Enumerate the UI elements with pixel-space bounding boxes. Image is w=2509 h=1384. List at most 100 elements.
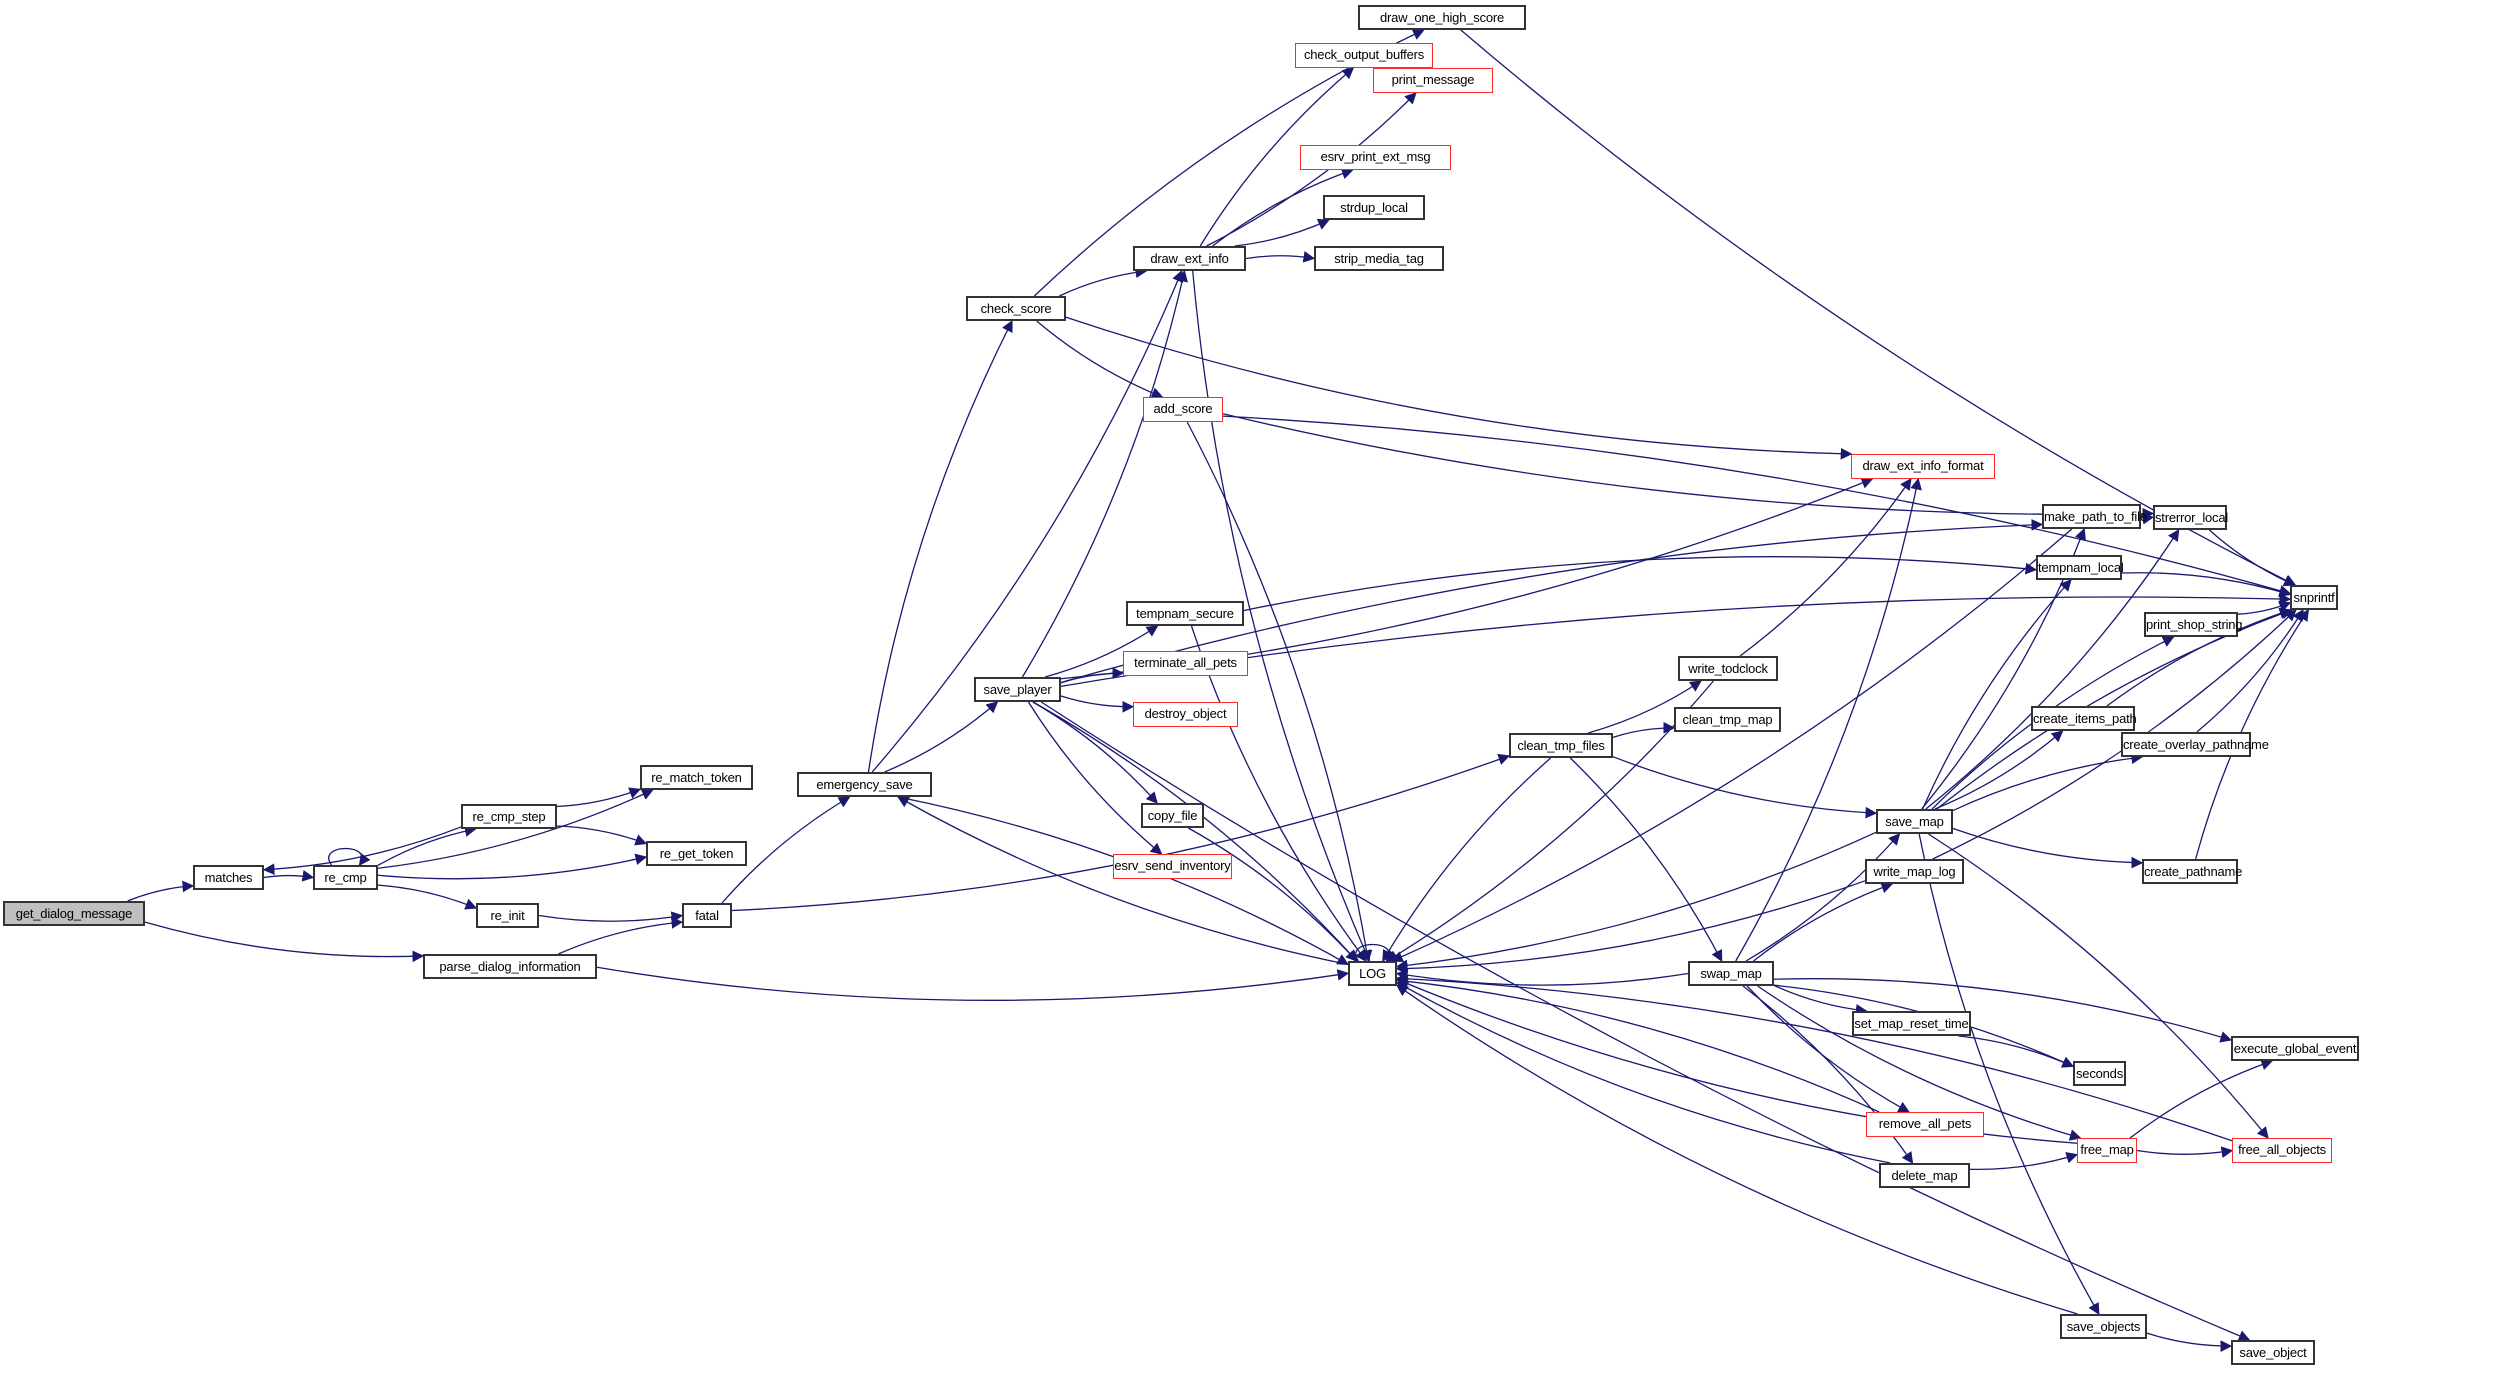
node-print-message[interactable]: print_message [1373,68,1493,93]
node-save-map[interactable]: save_map [1876,809,1953,834]
edge-save_map-to-save_objects [1918,833,2100,1316]
node-esrv-send-inventory[interactable]: esrv_send_inventory [1113,854,1232,879]
edge-save_map-to-create_pathname [1952,827,2144,869]
edge-set_map_reset_time-to-seconds [1958,1035,2075,1068]
node-strip-media-tag[interactable]: strip_media_tag [1314,246,1444,271]
edge-swap_map-to-set_map_reset_time [1773,984,1868,1016]
edge-draw_ext_info-to-print_message [1206,92,1417,247]
edge-add_score-to-strerror_local [1222,413,2155,520]
edge-write_todclock-to-draw_ext_info_format [1739,478,1912,657]
edge-emergency_save-to-LOG [897,796,1350,965]
edge-emergency_save-to-save_player [884,701,999,773]
node-tempnam-local[interactable]: tempnam_local [2036,555,2124,580]
node-get-dialog-message[interactable]: get_dialog_message [3,901,145,926]
edge-strerror_local-to-snprintf [2208,529,2296,587]
node-draw-ext-info[interactable]: draw_ext_info [1133,246,1246,271]
edge-check_score-to-add_score [1036,320,1164,399]
node-re-match-token[interactable]: re_match_token [640,765,753,790]
edge-matches-to-re_cmp [263,870,315,882]
node-clean-tmp-files[interactable]: clean_tmp_files [1509,733,1613,758]
edge-swap_map-to-delete_map [1742,985,1914,1164]
edge-copy_file-to-LOG [1188,827,1358,962]
edge-emergency_save-to-draw_ext_info [871,269,1184,773]
edge-re_cmp-to-re_cmp_step [377,825,477,866]
node-check-output-buffers[interactable]: check_output_buffers [1295,43,1433,68]
edge-save_map-to-LOG [1395,831,1877,972]
edge-swap_map-to-draw_ext_info_format [1735,477,1922,962]
edge-save_player-to-LOG [1032,701,1358,962]
node-free-map[interactable]: free_map [2077,1138,2137,1163]
node-add-score[interactable]: add_score [1143,397,1223,422]
edge-tempnam_secure-to-tempnam_local [1243,556,2038,612]
edge-create_overlay_pathname-to-snprintf [2196,609,2304,733]
edge-get_dialog_message-to-parse_dialog_information [144,921,425,963]
node-parse-dialog-information[interactable]: parse_dialog_information [423,954,597,979]
node-create-items-path[interactable]: create_items_path [2031,706,2137,731]
node-snprintf[interactable]: snprintf [2290,585,2338,610]
node-re-cmp[interactable]: re_cmp [313,865,378,890]
node-fatal[interactable]: fatal [682,903,732,928]
edge-clean_tmp_files-to-swap_map [1569,757,1723,963]
edge-fatal-to-emergency_save [721,796,851,904]
edge-LOG-to-emergency_save [897,796,1349,966]
node-log[interactable]: LOG [1348,961,1397,986]
node-set-map-reset-time[interactable]: set_map_reset_time [1852,1011,1971,1036]
node-remove-all-pets[interactable]: remove_all_pets [1866,1112,1984,1137]
edge-delete_map-to-free_map [1969,1152,2079,1171]
node-tempnam-secure[interactable]: tempnam_secure [1126,601,1244,626]
node-terminate-all-pets[interactable]: terminate_all_pets [1123,651,1248,676]
node-print-shop-string[interactable]: print_shop_string [2144,612,2243,637]
node-create-overlay-pathname[interactable]: create_overlay_pathname [2121,732,2269,757]
node-seconds[interactable]: seconds [2073,1061,2126,1086]
node-create-pathname[interactable]: create_pathname [2142,859,2242,884]
edge-draw_ext_info-to-strip_media_tag [1245,251,1316,263]
edge-re_cmp-to-re_get_token [377,853,648,880]
node-check-score[interactable]: check_score [966,296,1066,321]
edge-save_player-to-terminate_all_pets [1060,667,1125,684]
node-write-todclock[interactable]: write_todclock [1678,656,1778,681]
edge-swap_map-to-remove_all_pets [1746,985,1910,1113]
node-swap-map[interactable]: swap_map [1688,961,1774,986]
node-save-objects[interactable]: save_objects [2060,1314,2147,1339]
edge-re_cmp-to-re_match_token [377,789,654,869]
node-clean-tmp-map[interactable]: clean_tmp_map [1674,707,1781,732]
edge-draw_one_high_score-to-snprintf [1460,29,2297,586]
edge-save_player-to-destroy_object [1060,695,1135,713]
edge-tempnam_local-to-snprintf [2121,572,2292,598]
edge-clean_tmp_files-to-clean_tmp_map [1612,721,1676,738]
node-write-map-log[interactable]: write_map_log [1865,859,1964,884]
node-copy-file[interactable]: copy_file [1141,803,1204,828]
node-destroy-object[interactable]: destroy_object [1133,702,1238,727]
node-free-all-objects[interactable]: free_all_objects [2232,1138,2332,1163]
node-emergency-save[interactable]: emergency_save [797,772,932,797]
node-esrv-print-ext-msg[interactable]: esrv_print_ext_msg [1300,145,1451,170]
edge-parse_dialog_information-to-fatal [558,917,684,955]
node-draw-ext-info-format[interactable]: draw_ext_info_format [1851,454,1995,479]
node-re-get-token[interactable]: re_get_token [646,841,747,866]
node-re-init[interactable]: re_init [476,903,539,928]
edge-delete_map-to-LOG [1395,981,1891,1164]
node-save-player[interactable]: save_player [974,677,1061,702]
edge-make_path_to_file-to-LOG [1391,528,2073,963]
edge-print_shop_string-to-snprintf [2237,601,2292,615]
edge-save_map-to-free_all_objects [1928,833,2269,1139]
node-strerror-local[interactable]: strerror_local [2153,505,2228,530]
edge-check_score-to-draw_ext_info_format [1065,316,1853,460]
edge-save_objects-to-save_object [2146,1332,2233,1352]
edge-swap_map-to-write_map_log [1753,882,1894,962]
node-save-object[interactable]: save_object [2231,1340,2315,1365]
edge-draw_ext_info-to-esrv_print_ext_msg [1212,167,1354,247]
node-matches[interactable]: matches [193,865,264,890]
node-make-path-to-file[interactable]: make_path_to_file [2042,504,2147,529]
node-strdup-local[interactable]: strdup_local [1323,195,1425,220]
edge-re_cmp_step-to-re_match_token [556,787,642,808]
node-execute-global-event[interactable]: execute_global_event [2231,1036,2359,1061]
edge-create_pathname-to-snprintf [2195,609,2309,860]
edge-clean_tmp_files-to-save_map [1612,756,1878,819]
node-re-cmp-step[interactable]: re_cmp_step [461,804,557,829]
edge-save_map-to-tempnam_local [1922,579,2072,810]
node-draw-one-high-score[interactable]: draw_one_high_score [1358,5,1526,30]
node-delete-map[interactable]: delete_map [1879,1163,1970,1188]
edge-emergency_save-to-check_score [867,319,1013,773]
